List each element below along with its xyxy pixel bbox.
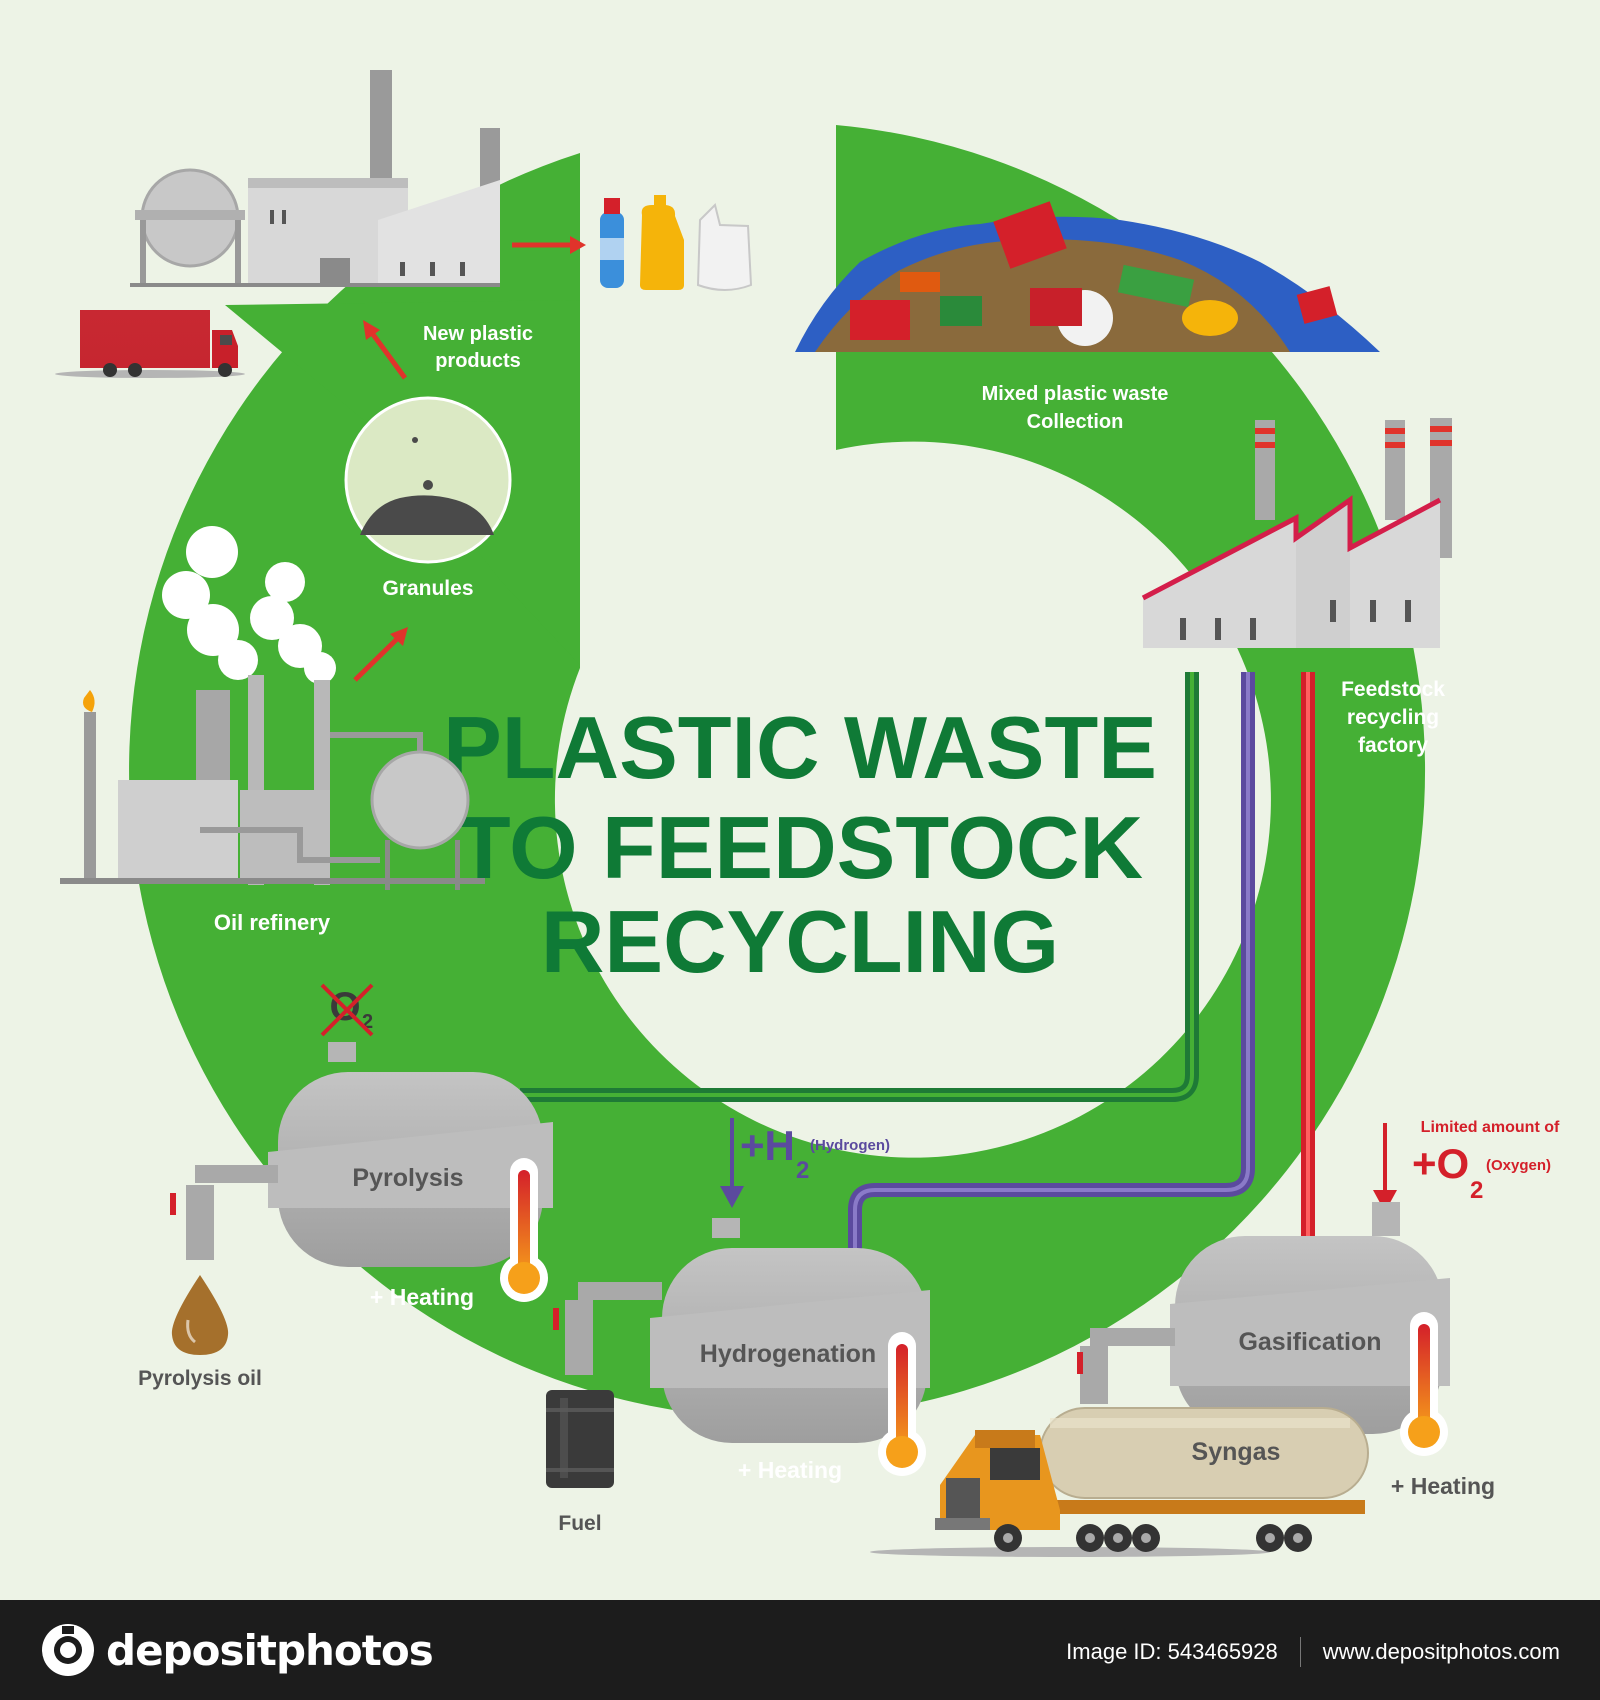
svg-text:2: 2 [1470, 1177, 1483, 1204]
mixed-plastic-waste-label: Mixed plastic waste Collection [982, 383, 1169, 433]
hydrogenation-label: Hydrogenation [700, 1340, 876, 1368]
oil-drop-icon [171, 1275, 229, 1355]
pyrolysis-tank-icon [170, 1042, 553, 1267]
svg-text:2: 2 [362, 1011, 373, 1033]
svg-text:Limited amount of: Limited amount of [1421, 1119, 1560, 1136]
oil-refinery-icon [60, 526, 485, 890]
svg-text:(Oxygen): (Oxygen) [1486, 1157, 1551, 1174]
hydrogenation-heating-label: + Heating [738, 1457, 842, 1483]
new-plastic-products-label: New plastic products [423, 323, 533, 372]
title-line-1: PLASTIC WASTE [443, 698, 1157, 797]
pyrolysis-oil-label: Pyrolysis oil [138, 1367, 262, 1390]
main-title: PLASTIC WASTE TO FEEDSTOCK RECYCLING [443, 698, 1157, 991]
thermometer-icon [500, 1158, 548, 1302]
svg-text:Collection: Collection [1027, 411, 1124, 433]
syngas-label: Syngas [1192, 1438, 1281, 1466]
granules-label: Granules [382, 577, 473, 600]
svg-text:recycling: recycling [1347, 706, 1439, 729]
pyrolysis-heating-label: + Heating [370, 1284, 474, 1310]
syngas-tanker-truck-icon [870, 1407, 1369, 1557]
hydrogen-input: +H 2 (Hydrogen) [720, 1118, 890, 1208]
camera-icon [42, 1624, 94, 1676]
no-oxygen-icon: O 2 [320, 983, 374, 1037]
feedstock-factory-icon [1141, 418, 1452, 648]
arrow-icon [512, 236, 586, 254]
truck-icon [55, 310, 245, 378]
thermometer-icon [1400, 1312, 1448, 1456]
footer-url-link[interactable]: www.depositphotos.com [1322, 1639, 1560, 1664]
plastic-products-factory-icon [130, 70, 500, 287]
pyrolysis-label: Pyrolysis [352, 1164, 463, 1192]
svg-text:products: products [435, 350, 521, 372]
granules-icon [344, 396, 512, 564]
arrow-icon [363, 320, 408, 380]
svg-text:Mixed plastic waste: Mixed plastic waste [982, 383, 1169, 405]
svg-text:+O: +O [1412, 1140, 1469, 1187]
svg-text:2: 2 [796, 1157, 809, 1184]
svg-text:+H: +H [740, 1122, 795, 1169]
fuel-barrel-icon [546, 1390, 614, 1488]
arrow-icon [353, 627, 408, 682]
plastic-products-icon [600, 195, 753, 291]
svg-text:(Hydrogen): (Hydrogen) [810, 1137, 890, 1154]
footer-logo: depositphotos [40, 1620, 434, 1680]
title-line-3: RECYCLING [541, 892, 1059, 991]
hydrogenation-tank-icon [553, 1218, 930, 1443]
footer-brand: depositphotos [106, 1625, 434, 1675]
gasification-tank-icon [1077, 1202, 1450, 1434]
fuel-label: Fuel [558, 1512, 601, 1535]
thermometer-icon [878, 1332, 926, 1476]
process-pipes [520, 672, 1315, 1255]
gasification-label: Gasification [1238, 1328, 1381, 1356]
svg-text:Feedstock: Feedstock [1341, 678, 1445, 701]
footer-divider [1299, 1637, 1301, 1667]
plastic-waste-pile-icon [795, 201, 1380, 352]
footer-meta: Image ID: 543465928 www.depositphotos.co… [1066, 1637, 1560, 1667]
image-id-text: Image ID: 543465928 [1066, 1639, 1278, 1664]
oil-refinery-label: Oil refinery [214, 910, 331, 935]
feedstock-factory-label: Feedstock recycling factory [1341, 678, 1445, 757]
footer-bar [0, 1600, 1600, 1700]
oxygen-input: Limited amount of +O 2 (Oxygen) [1373, 1119, 1560, 1212]
gasification-heating-label: + Heating [1391, 1473, 1495, 1499]
svg-text:factory: factory [1358, 734, 1428, 757]
svg-text:New plastic: New plastic [423, 323, 533, 345]
title-line-2: TO FEEDSTOCK [457, 798, 1143, 897]
